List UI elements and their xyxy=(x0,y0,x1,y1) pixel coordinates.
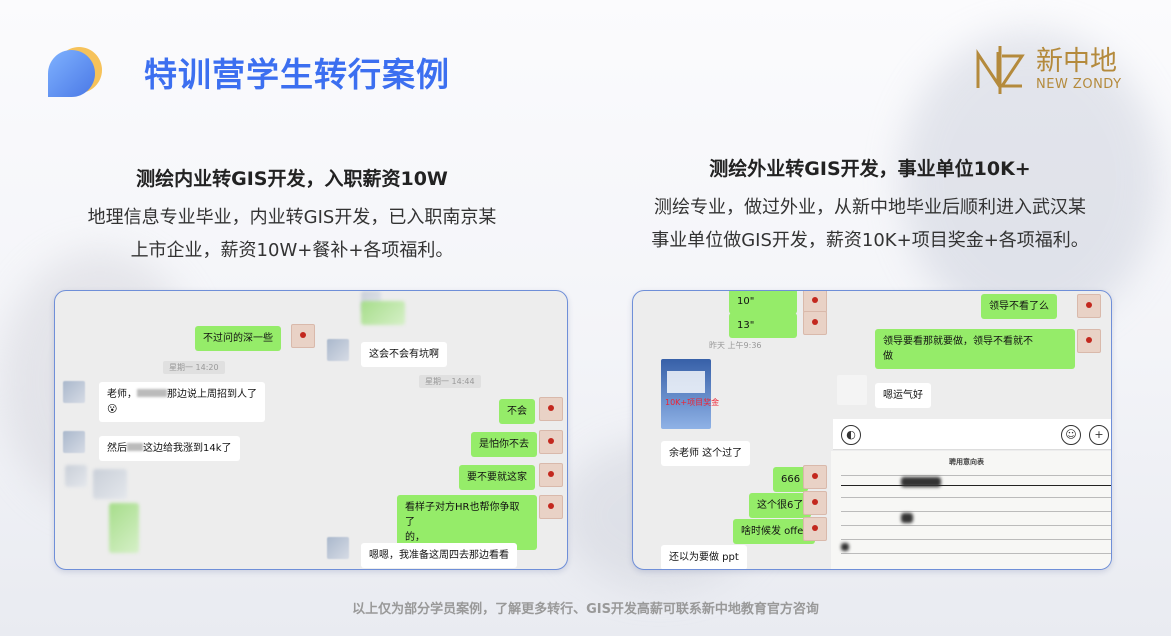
my-avatar xyxy=(803,311,827,335)
doc-line xyxy=(841,475,1111,476)
blurred-message xyxy=(109,503,139,553)
logo-chinese-text: 新中地 xyxy=(1036,46,1117,77)
chat-message: 领导要看那就要做，领导不看就不 做 xyxy=(875,329,1075,369)
chat-input-toolbar: ◐ ☺ + xyxy=(833,419,1111,450)
chat-text: 领导要看那就要做，领导不看就不 xyxy=(883,336,1033,347)
my-avatar xyxy=(539,495,563,519)
chat-message: 666 xyxy=(773,467,809,492)
my-avatar xyxy=(539,463,563,487)
doc-line xyxy=(841,497,1111,498)
doc-line xyxy=(841,525,1111,526)
voice-message: 10" xyxy=(729,291,797,314)
offer-document-photo: 聘用意向表 xyxy=(831,451,1111,569)
my-avatar xyxy=(539,397,563,421)
my-avatar xyxy=(803,465,827,489)
timestamp: 星期一 14:44 xyxy=(419,375,481,388)
logo-english-text: NEW ZONDY xyxy=(1036,77,1122,92)
chat-message: 余老师 这个过了 xyxy=(661,441,751,466)
chat-text: 这边给我涨到14k了 xyxy=(143,443,232,454)
chat-message: 是怕你不去 xyxy=(471,432,537,457)
chat-message: 然后 这边给我涨到14k了 xyxy=(99,436,240,461)
case-2-text: 测绘外业转GIS开发，事业单位10K+ 测绘专业，做过外业，从新中地毕业后顺利进… xyxy=(620,154,1120,257)
background-photo-blur xyxy=(900,30,1160,330)
chat-text: 的， xyxy=(405,532,425,543)
contact-avatar xyxy=(327,339,349,361)
redacted-block xyxy=(841,543,849,551)
timestamp: 昨天 上午9:36 xyxy=(709,341,762,350)
chat-message: 领导不看了么 xyxy=(981,294,1057,319)
case-2-desc-line-1: 测绘专业，做过外业，从新中地毕业后顺利进入武汉某 xyxy=(654,197,1086,218)
doc-line xyxy=(841,539,1111,540)
contact-avatar xyxy=(63,431,85,453)
chat-message: 这个很6了 xyxy=(749,493,812,518)
document-title: 聘用意向表 xyxy=(949,458,984,466)
chat-message: 啥时候发 offer xyxy=(733,519,816,544)
case-1-text: 测绘内业转GIS开发，入职薪资10W 地理信息专业毕业，内业转GIS开发，已入职… xyxy=(42,164,542,267)
doc-line xyxy=(841,553,1111,554)
chat-text: 然后 xyxy=(107,443,127,454)
chat-message: 还以为要做 ppt xyxy=(661,545,747,569)
my-avatar xyxy=(803,491,827,515)
brand-logo: 新中地 NEW ZONDY xyxy=(972,44,1122,96)
title-bubble-icon xyxy=(48,47,102,97)
chat-text: 看样子对方HR也帮你争取了 xyxy=(405,502,520,528)
chat-message: 不会 xyxy=(499,399,535,424)
case-1-desc-line-1: 地理信息专业毕业，内业转GIS开发，已入职南京某 xyxy=(87,207,497,228)
my-avatar xyxy=(539,430,563,454)
doc-line xyxy=(841,511,1111,512)
contact-avatar xyxy=(837,375,867,405)
case-2-title: 测绘外业转GIS开发，事业单位10K+ xyxy=(709,158,1031,180)
chat-message: 不过问的深一些 xyxy=(195,326,281,351)
thumbnail-label: 10K+项目奖金 xyxy=(665,398,720,407)
timestamp: 星期一 14:20 xyxy=(163,361,225,374)
chat-screenshot-1: 不过问的深一些 这会不会有坑啊 星期一 14:20 老师，那边说上周招到人了 😮… xyxy=(54,290,568,570)
voice-icon[interactable]: ◐ xyxy=(841,425,861,445)
chat-text: 做 xyxy=(883,351,893,362)
chat-message: 这会不会有坑啊 xyxy=(361,342,447,367)
footer-note: 以上仅为部分学员案例，了解更多转行、GIS开发高薪可联系新中地教育官方咨询 xyxy=(352,602,819,617)
chat-screenshot-2: 10" 13" 昨天 上午9:36 10K+项目奖金 领导不看了么 领导要看那就… xyxy=(632,290,1112,570)
my-avatar xyxy=(291,324,315,348)
redacted-block xyxy=(901,513,913,523)
case-2-desc-line-2: 事业单位做GIS开发，薪资10K+项目奖金+各项福利。 xyxy=(651,230,1089,251)
redacted-block xyxy=(901,477,941,487)
doc-line xyxy=(841,485,1111,486)
my-avatar xyxy=(1077,294,1101,318)
blurred-avatar xyxy=(65,465,87,487)
chat-message: 嗯嗯，我准备这周四去那边看看 xyxy=(361,543,517,568)
page-title: 特训营学生转行案例 xyxy=(144,55,450,94)
contact-avatar xyxy=(63,381,85,403)
blurred-message xyxy=(361,301,405,325)
case-1-title: 测绘内业转GIS开发，入职薪资10W xyxy=(136,168,448,190)
chat-text: 老师， xyxy=(107,389,137,400)
chat-message: 老师，那边说上周招到人了 😮 xyxy=(99,382,265,422)
chat-message: 看样子对方HR也帮你争取了 的， xyxy=(397,495,537,550)
chat-message: 嗯运气好 xyxy=(875,383,931,408)
blurred-message xyxy=(93,469,127,499)
emoji-icon[interactable]: ☺ xyxy=(1061,425,1081,445)
my-avatar xyxy=(803,517,827,541)
chat-message: 要不要就这家 xyxy=(459,465,535,490)
my-avatar xyxy=(803,291,827,313)
case-1-desc-line-2: 上市企业，薪资10W+餐补+各项福利。 xyxy=(130,240,454,261)
title-bar: 特训营学生转行案例 xyxy=(48,46,450,98)
nz-logo-icon xyxy=(976,46,1025,94)
my-avatar xyxy=(1077,329,1101,353)
voice-message: 13" xyxy=(729,313,797,338)
chat-text: 那边说上周招到人了 xyxy=(167,389,257,400)
plus-icon[interactable]: + xyxy=(1089,425,1109,445)
image-thumbnail: 10K+项目奖金 xyxy=(661,359,719,429)
contact-avatar xyxy=(327,537,349,559)
